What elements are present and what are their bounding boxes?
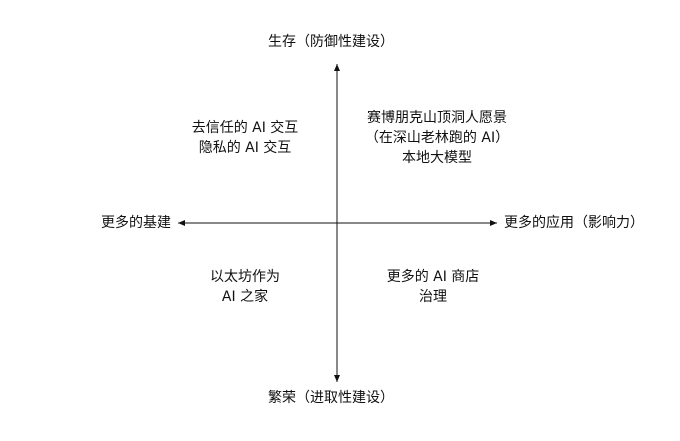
quadrant-text: 隐私的 AI 交互 <box>198 140 292 156</box>
quadrant-text: 去信任的 AI 交互 <box>191 120 299 136</box>
quadrant-text: （在深山老林跑的 AI） <box>364 130 510 146</box>
quadrant-bottom-right: 更多的 AI 商店 治理 <box>387 267 480 307</box>
axis-label-bottom: 繁荣（进取性建设） <box>268 390 394 406</box>
quadrant-text: 赛博朋克山顶洞人愿景 <box>367 110 507 126</box>
axis-label-left: 更多的基建 <box>101 215 171 231</box>
quadrant-text: AI 之家 <box>221 289 269 305</box>
quadrant-text: 以太坊作为 <box>210 269 280 285</box>
quadrant-top-right: 赛博朋克山顶洞人愿景 （在深山老林跑的 AI） 本地大模型 <box>365 108 509 168</box>
axis-label-right: 更多的应用（影响力） <box>504 215 644 231</box>
quadrant-bottom-left: 以太坊作为 AI 之家 <box>210 267 280 307</box>
axis-label-top: 生存（防御性建设） <box>268 34 394 50</box>
quadrant-text: 更多的 AI 商店 <box>386 269 480 285</box>
quadrant-text: 治理 <box>418 289 447 305</box>
quadrant-top-left: 去信任的 AI 交互 隐私的 AI 交互 <box>192 118 299 158</box>
quadrant-text: 本地大模型 <box>402 150 472 166</box>
